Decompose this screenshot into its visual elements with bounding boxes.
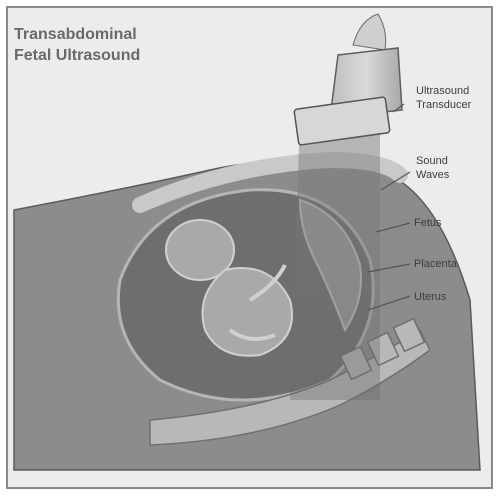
label-placenta: Placenta (414, 257, 457, 271)
ultrasound-transducer-probe (294, 14, 402, 145)
label-ultrasound-transducer: Ultrasound Transducer (416, 84, 471, 112)
sound-wave-beam (290, 118, 380, 400)
figure-title: Transabdominal Fetal Ultrasound (14, 24, 140, 66)
label-uterus: Uterus (414, 290, 446, 304)
label-sound-waves: Sound Waves (416, 154, 449, 182)
label-fetus: Fetus (414, 216, 442, 230)
